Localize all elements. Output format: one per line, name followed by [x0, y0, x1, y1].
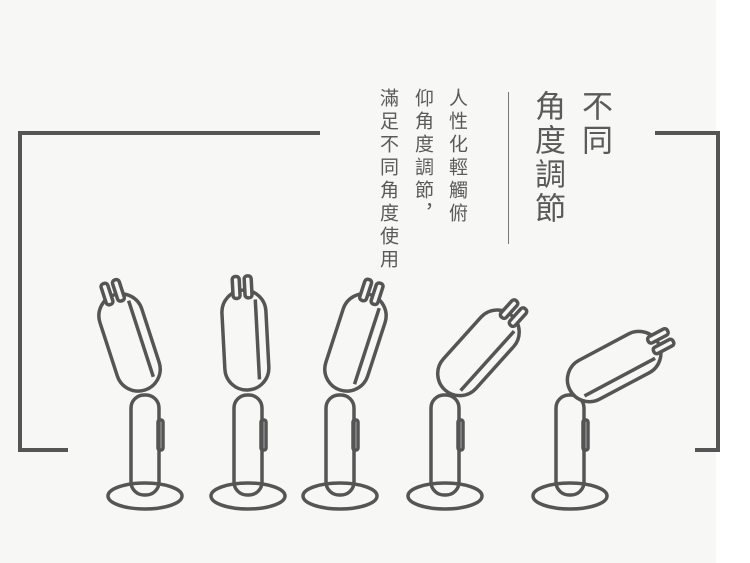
title-line-2: 角度調節 [529, 90, 565, 226]
divider [508, 92, 509, 244]
description-line-1: 人性化輕觸俯 [446, 88, 468, 226]
frame-bracket-right [655, 131, 720, 452]
lamp-1 [97, 277, 184, 511]
lamp-2 [209, 274, 287, 511]
frame-bracket-left [18, 131, 320, 452]
lamp-4 [406, 298, 529, 511]
description-line-2: 仰角度調節， [412, 88, 434, 226]
lamp-5 [531, 326, 676, 511]
title-line-1: 不同 [576, 90, 612, 158]
description-line-3: 滿足不同角度使用 [377, 88, 399, 272]
lamp-3 [301, 277, 388, 511]
